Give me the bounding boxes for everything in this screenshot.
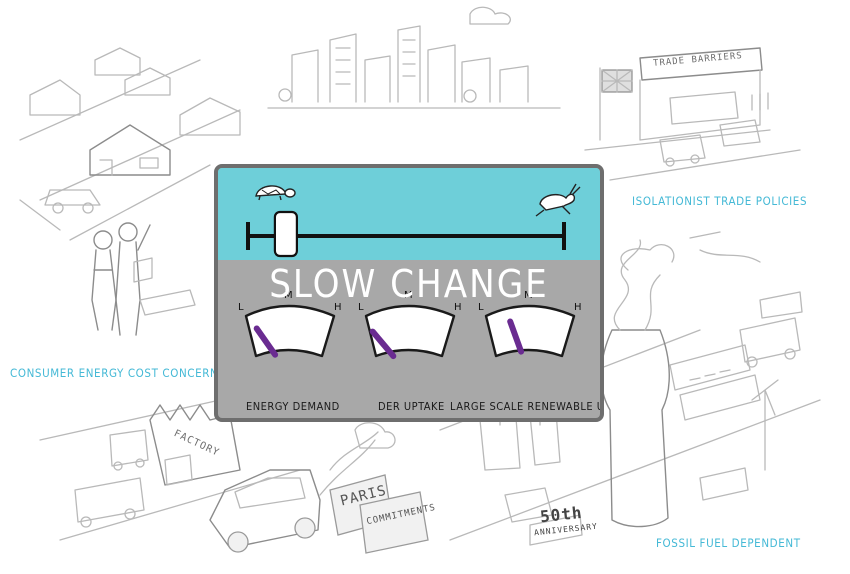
suburb-sketch bbox=[19, 47, 241, 241]
gauge-large-scale-renewable: L M H bbox=[478, 290, 582, 358]
gauge-label-der-uptake: DER UPTAKE bbox=[378, 400, 445, 413]
gauge-tick-label: H bbox=[574, 302, 582, 313]
gauge-needle bbox=[253, 325, 279, 358]
scenario-panel: L M H L M H L M H SLOW CHANGE ENERGY DEMAND DE… bbox=[214, 164, 604, 422]
scenario-title: SLOW CHANGE bbox=[269, 262, 549, 306]
gauge-tick-label: M bbox=[404, 290, 413, 301]
panel-graphics: L M H L M H L M H bbox=[238, 183, 582, 360]
gauge-der-uptake: L M H bbox=[358, 290, 462, 360]
gauge-needle bbox=[369, 328, 397, 360]
gauge-energy-demand: L M H bbox=[238, 290, 342, 358]
car-sketch bbox=[209, 422, 396, 553]
gauge-tick-label: L bbox=[358, 302, 364, 313]
gauge-tick-label: H bbox=[334, 302, 342, 313]
speed-slider[interactable] bbox=[246, 210, 566, 258]
people-sketch bbox=[91, 222, 196, 336]
caption-trade-policies: ISOLATIONIST TRADE POLICIES bbox=[632, 194, 808, 208]
caption-consumer-cost: CONSUMER ENERGY COST CONCERN bbox=[10, 366, 219, 380]
gauge-tick-label: L bbox=[478, 302, 484, 313]
rabbit-icon bbox=[535, 183, 581, 217]
gauge-label-energy-demand: ENERGY DEMAND bbox=[246, 400, 340, 413]
gauge-tick-label: L bbox=[238, 302, 244, 313]
gauge-label-renewable: LARGE SCALE RENEWABLE UPTAKE bbox=[450, 400, 604, 413]
tortoise-icon bbox=[255, 185, 296, 201]
slider-knob[interactable] bbox=[273, 210, 299, 258]
trade-barriers-sketch bbox=[584, 47, 801, 181]
gauge-tick-label: M bbox=[524, 290, 533, 301]
caption-fossil-fuel: FOSSIL FUEL DEPENDENT bbox=[656, 536, 801, 550]
gauge-tick-label: H bbox=[454, 302, 462, 313]
city-skyline-sketch bbox=[267, 6, 561, 109]
paris-papers-sketch bbox=[329, 474, 429, 554]
gauge-tick-label: M bbox=[284, 290, 293, 301]
gauge-needle bbox=[507, 318, 525, 355]
gauge-dial bbox=[484, 304, 576, 358]
gauge-dial bbox=[364, 304, 456, 358]
